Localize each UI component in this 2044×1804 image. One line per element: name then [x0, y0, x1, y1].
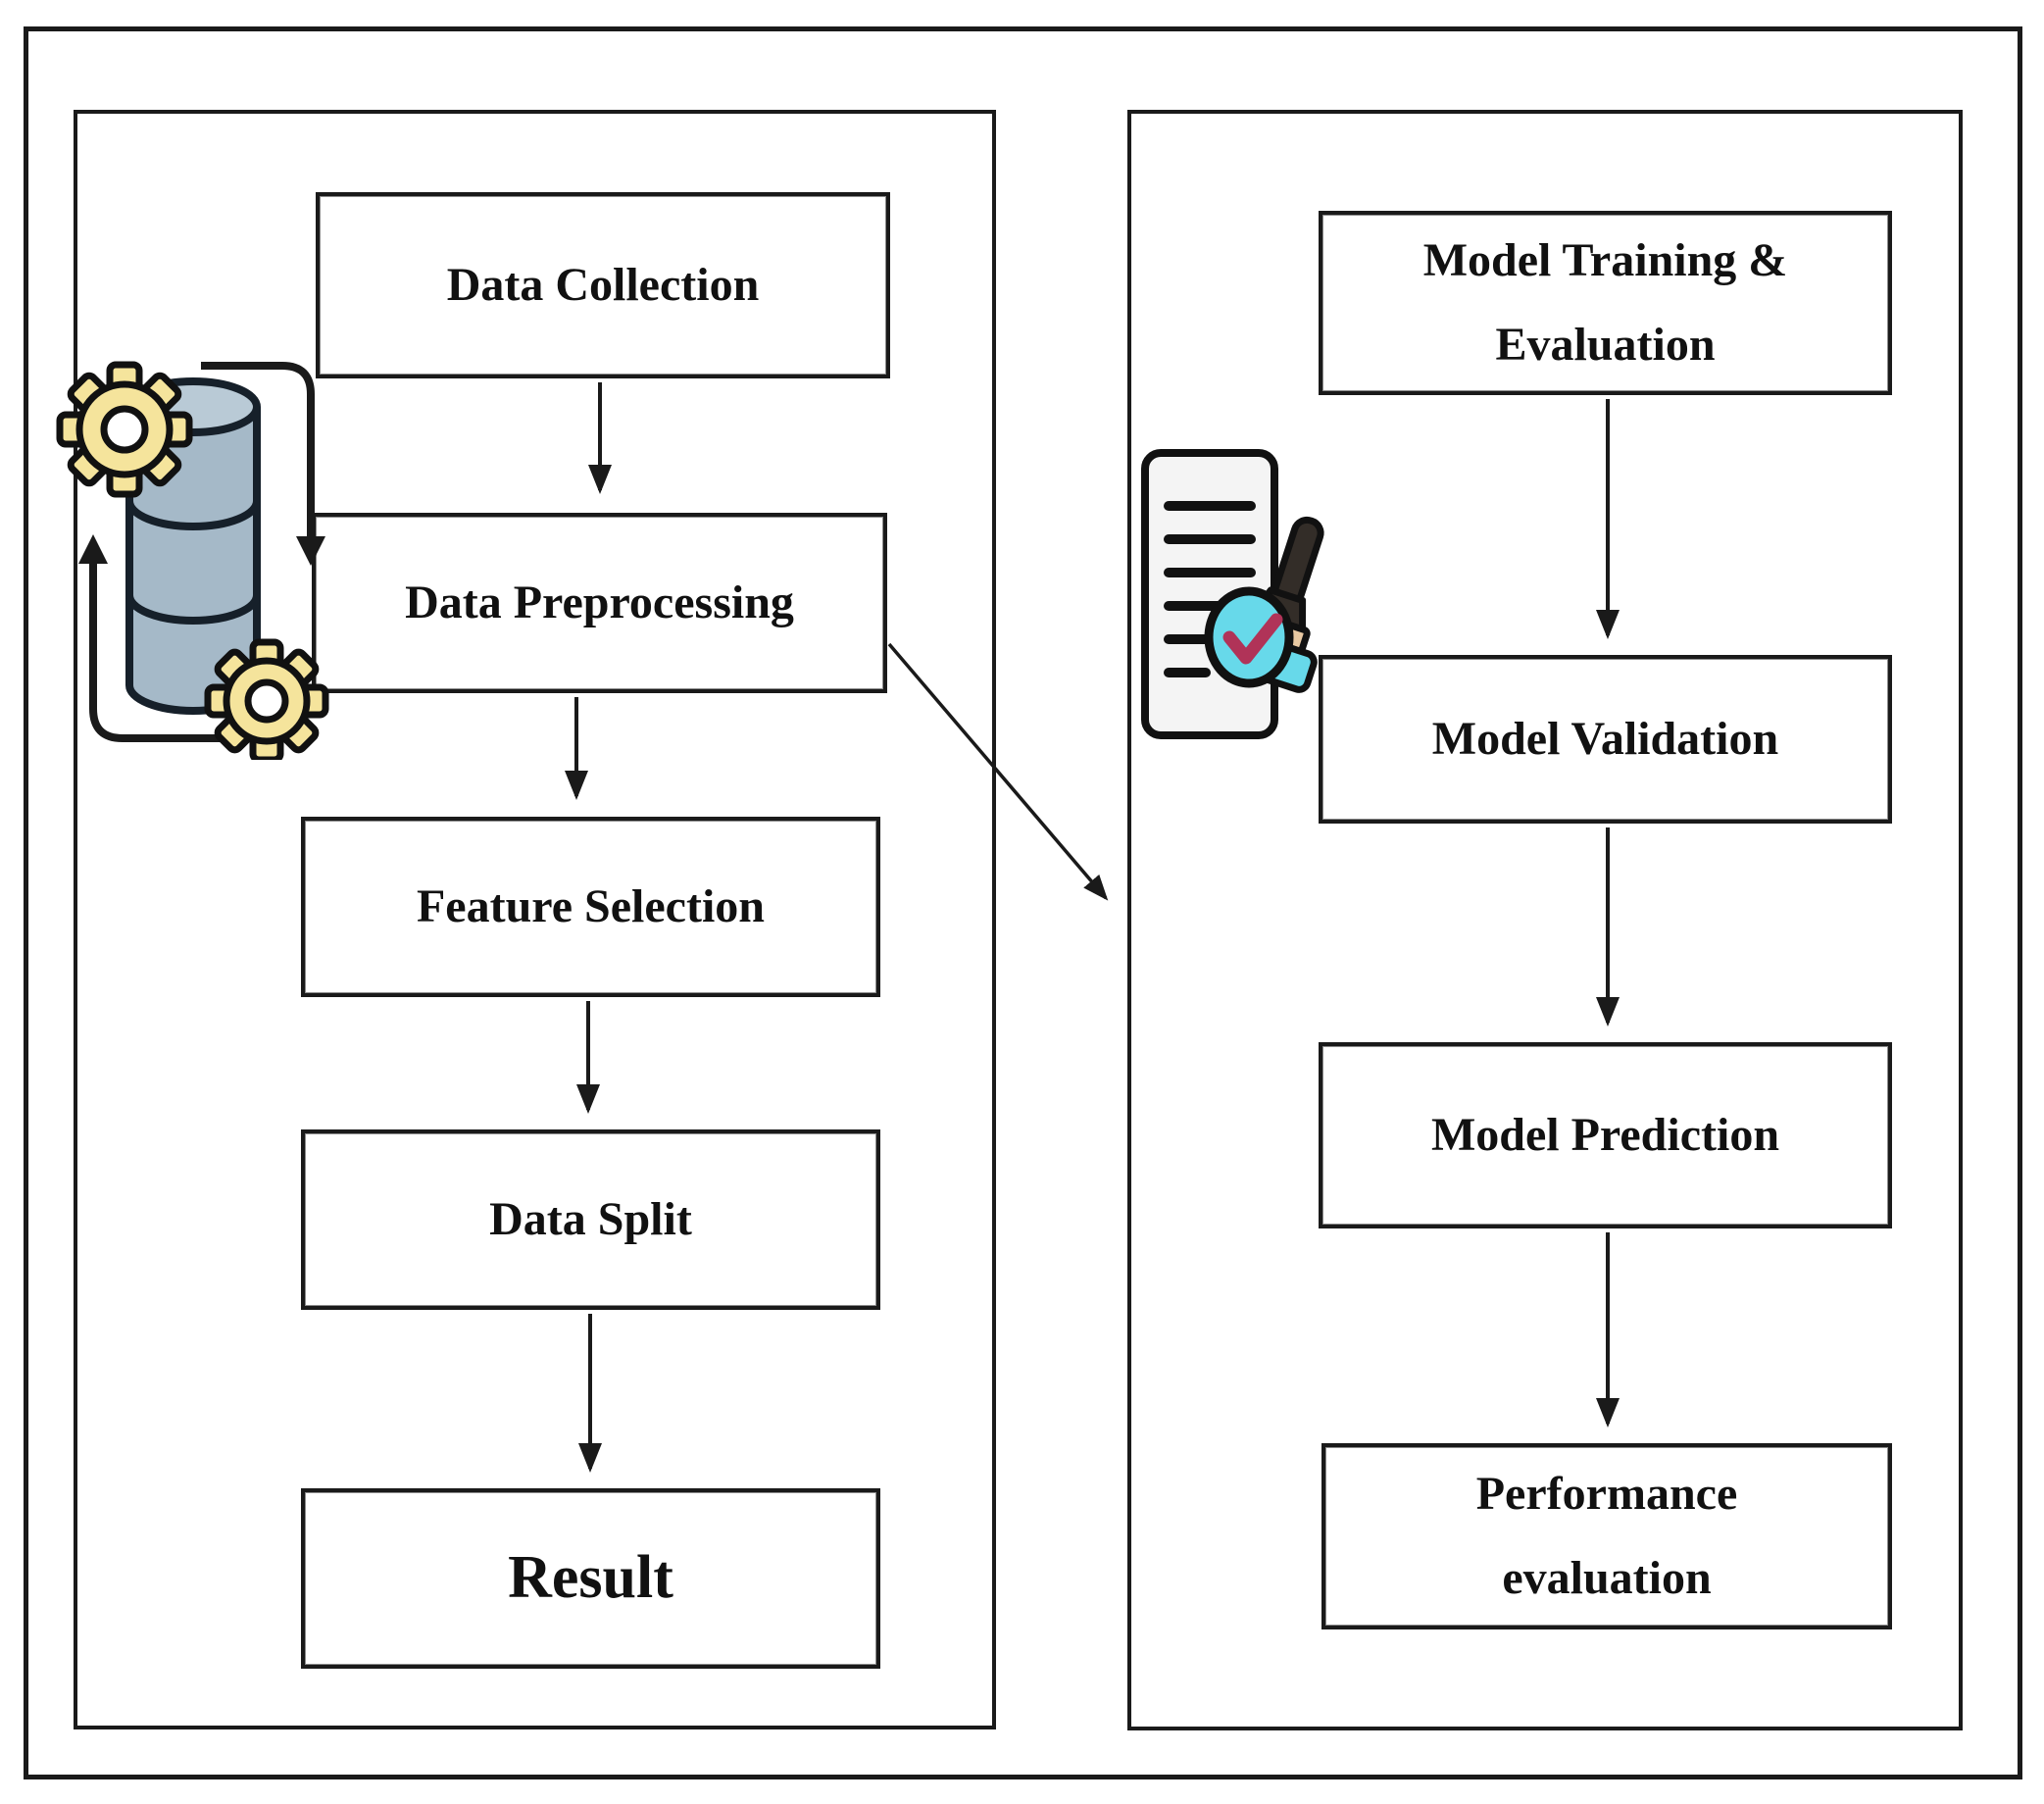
check-badge-icon [1204, 586, 1294, 688]
sync-arrows-icon [89, 362, 315, 742]
document-validation-stamp-icon [1137, 443, 1343, 749]
node-performance-evaluation: Performance evaluation [1321, 1443, 1892, 1629]
gear-icon-top [56, 361, 193, 498]
right-pipeline-panel [1127, 110, 1963, 1730]
node-model-validation: Model Validation [1319, 655, 1892, 824]
arrowhead-down [296, 536, 325, 566]
database-processing-icon [54, 338, 348, 764]
node-result: Result [301, 1488, 880, 1669]
gear-icon-bottom [204, 638, 329, 764]
outer-frame [24, 26, 2022, 1779]
node-data-split: Data Split [301, 1129, 880, 1310]
left-pipeline-panel [74, 110, 996, 1729]
node-data-preprocessing: Data Preprocessing [312, 513, 887, 693]
checkmark-icon [1222, 613, 1283, 665]
node-data-collection: Data Collection [316, 192, 890, 378]
node-feature-selection: Feature Selection [301, 817, 880, 997]
arrowhead-up [78, 534, 108, 564]
node-model-training-evaluation: Model Training & Evaluation [1319, 211, 1892, 395]
node-model-prediction: Model Prediction [1319, 1042, 1892, 1228]
